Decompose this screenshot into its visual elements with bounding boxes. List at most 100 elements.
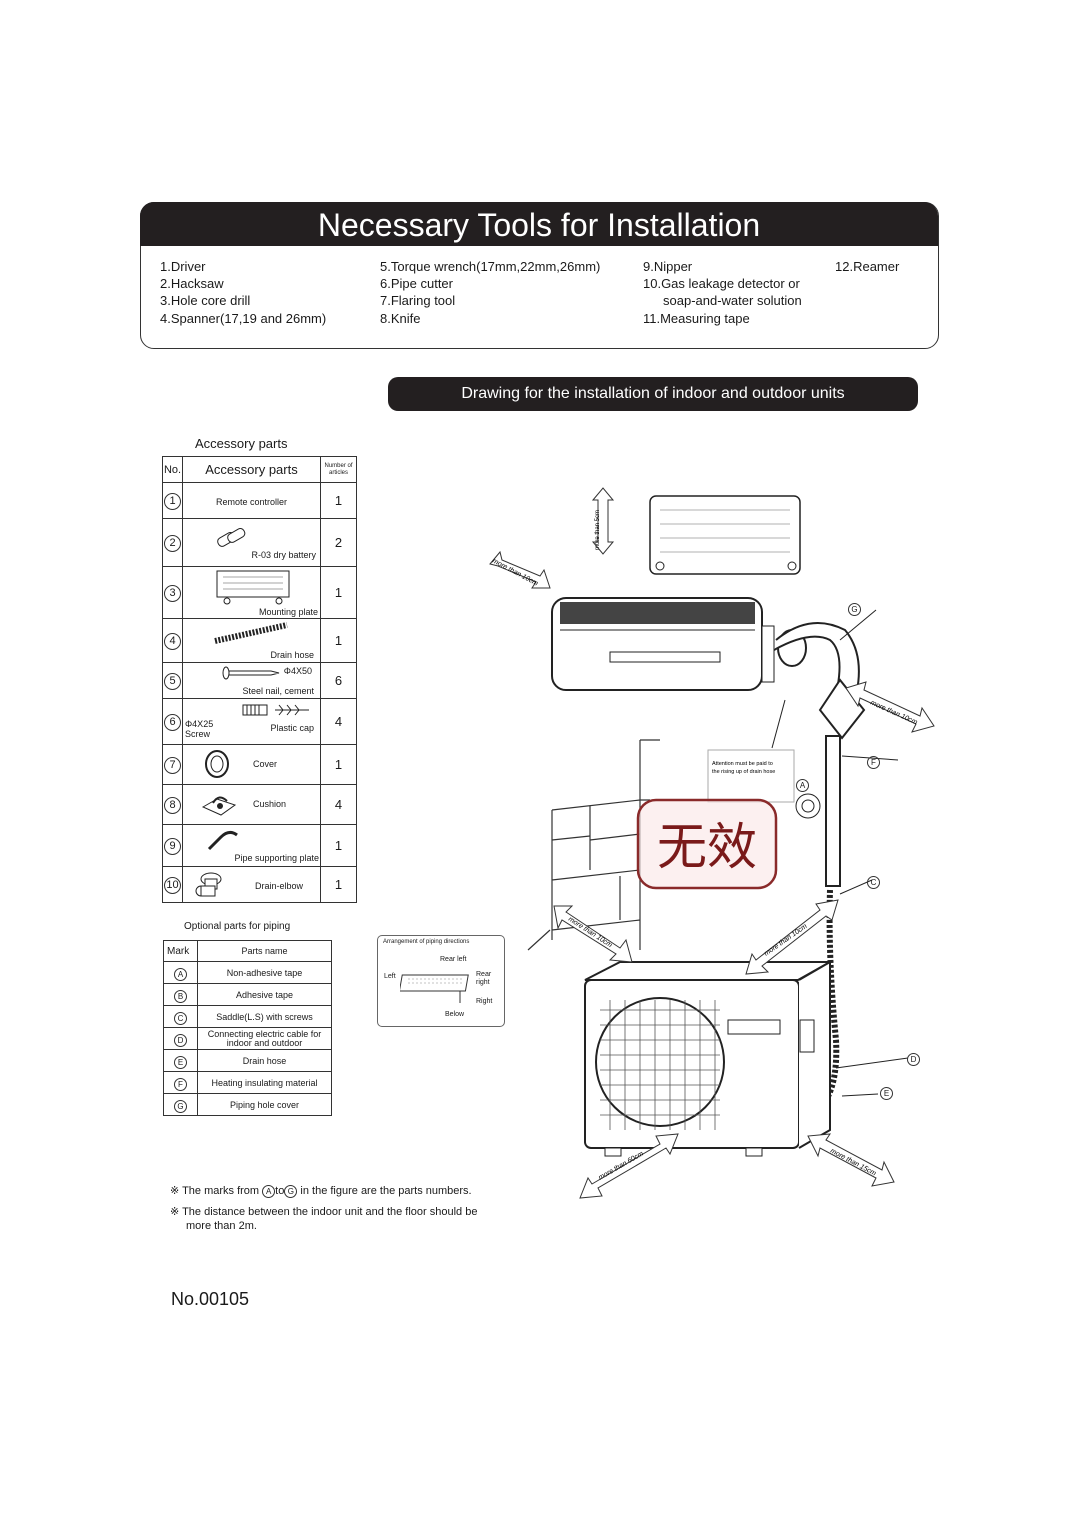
part-name: Adhesive tape (197, 983, 332, 1006)
nail-icon (222, 666, 280, 680)
tool-item: 8.Knife (380, 311, 421, 326)
piping-directions-title: Arrangement of piping directions (383, 939, 470, 945)
table-row: 3 Mounting plate 1 (162, 566, 357, 619)
part-name: Steel nail, cement (242, 686, 314, 696)
part-name: Connecting electric cable for indoor and… (197, 1027, 332, 1050)
table-row: C Saddle(L.S) with screws (163, 1005, 332, 1028)
table-row: E Drain hose (163, 1049, 332, 1072)
indoor-unit (551, 597, 775, 691)
drain-hose-icon (214, 622, 288, 644)
dir-rear-right: Rear right (476, 971, 492, 986)
attention-callout: Attention must be paid to the rising up … (707, 699, 821, 819)
table-row: 8 Cushion 4 (162, 784, 357, 825)
mark-badge: G (174, 1099, 187, 1113)
row-number: 9 (164, 838, 181, 855)
header-mark: Mark (163, 940, 198, 962)
tool-item: 2.Hacksaw (160, 276, 224, 291)
part-qty: 1 (320, 824, 357, 867)
table-row: 5 Φ4X50 Steel nail, cement 6 (162, 662, 357, 699)
note-1-mid: to (275, 1185, 285, 1197)
accessory-table: No. Accessory parts Number of articles 1… (162, 456, 357, 903)
tool-item: 1.Driver (160, 259, 206, 274)
part-name: Saddle(L.S) with screws (197, 1005, 332, 1028)
tool-item: 5.Torque wrench(17mm,22mm,26mm) (380, 259, 601, 274)
header-part: Accessory parts (182, 456, 321, 483)
callout-line-e (841, 1093, 879, 1097)
tool-item: 6.Pipe cutter (380, 276, 453, 291)
drain-elbow-icon (195, 872, 222, 897)
part-qty: 1 (320, 866, 357, 903)
svg-text:more than 5cm: more than 5cm (595, 510, 601, 550)
piping-directions-diagram (400, 974, 469, 1003)
part-name: Pipe supporting plate (234, 853, 319, 863)
part-qty: 1 (320, 744, 357, 785)
drain-pipe-assembly (797, 678, 866, 1113)
dir-below: Below (445, 1011, 465, 1018)
svg-text:more than 10cm: more than 10cm (763, 923, 809, 958)
row-number: 8 (164, 797, 181, 814)
mark-badge: C (174, 1011, 187, 1025)
invalid-stamp: 无效 (636, 798, 778, 890)
part-qty: 1 (320, 618, 357, 663)
part-name: Piping hole cover (197, 1093, 332, 1116)
clearance-arrow-top: more than 5cm (591, 487, 615, 555)
part-name: Mounting plate (258, 607, 318, 617)
mark-badge-c: C (867, 876, 880, 889)
mounting-plate-icon (216, 570, 290, 605)
part-extra: Screw (185, 729, 211, 739)
note-1-suffix: in the figure are the parts numbers. (300, 1185, 472, 1197)
part-name: Plastic cap (270, 723, 314, 733)
doc-number: No.00105 (171, 1289, 250, 1309)
table-row: 9 Pipe supporting plate 1 (162, 824, 357, 867)
mark-badge-f: F (867, 756, 880, 769)
table-row: F Heating insulating material (163, 1071, 332, 1094)
mark-badge: E (174, 1055, 187, 1069)
table-row: 10 Drain-elbow 1 (162, 866, 357, 903)
tools-title-bar (140, 202, 938, 246)
part-qty: 2 (320, 518, 357, 567)
pipe-plate-icon (207, 830, 238, 851)
row-number: 3 (164, 585, 181, 602)
svg-text:more than 10cm: more than 10cm (567, 916, 613, 950)
dir-rear-left: Rear left (440, 956, 467, 963)
row-number: 4 (164, 633, 181, 650)
note-mark-from: A (262, 1185, 276, 1198)
table-row: A Non-adhesive tape (163, 961, 332, 984)
dir-left: Left (384, 973, 396, 980)
tool-item: 9.Nipper (643, 259, 693, 274)
part-qty: 6 (320, 662, 357, 699)
header-no: No. (162, 456, 183, 483)
tools-title: Necessary Tools for Installation (317, 207, 761, 243)
part-size: Φ4X25 (185, 719, 214, 729)
attention-line-2: the rising up of drain hose (712, 769, 775, 775)
table-row: 4 Drain hose 1 (162, 618, 357, 663)
table-row: G Piping hole cover (163, 1093, 332, 1116)
cushion-icon (201, 796, 237, 816)
mark-badge: D (174, 1033, 187, 1047)
dir-right: Right (476, 998, 493, 1005)
note-2-line-2: more than 2m. (186, 1220, 257, 1232)
part-name: Heating insulating material (197, 1071, 332, 1094)
svg-text:more than 15cm: more than 15cm (829, 1148, 877, 1178)
callout-line-d (835, 1057, 909, 1069)
tool-item: 11.Measuring tape (643, 311, 750, 326)
part-qty: 1 (320, 566, 357, 619)
tool-item: 12.Reamer (835, 259, 900, 274)
table-row: B Adhesive tape (163, 983, 332, 1006)
installation-diagram: more than 5cm more than 10cm Attention m… (489, 487, 935, 1199)
row-number: 10 (164, 877, 181, 894)
note-mark-to: G (284, 1185, 298, 1198)
part-name: Drain hose (270, 650, 314, 660)
battery-icon (217, 528, 246, 547)
clearance-arrow-back: more than 15cm (807, 1133, 895, 1187)
piping-directions-box (377, 935, 505, 1027)
part-qty: 1 (320, 482, 357, 519)
part-name: Remote controller (215, 496, 288, 507)
tool-item: 3.Hole core drill (160, 293, 251, 308)
part-name: Drain hose (197, 1049, 332, 1072)
header-count: Number of articles (320, 456, 357, 483)
outdoor-unit (584, 960, 834, 1157)
part-name: Drain-elbow (255, 881, 304, 891)
screw-icon (242, 704, 309, 716)
mark-badge-e: E (880, 1087, 893, 1100)
